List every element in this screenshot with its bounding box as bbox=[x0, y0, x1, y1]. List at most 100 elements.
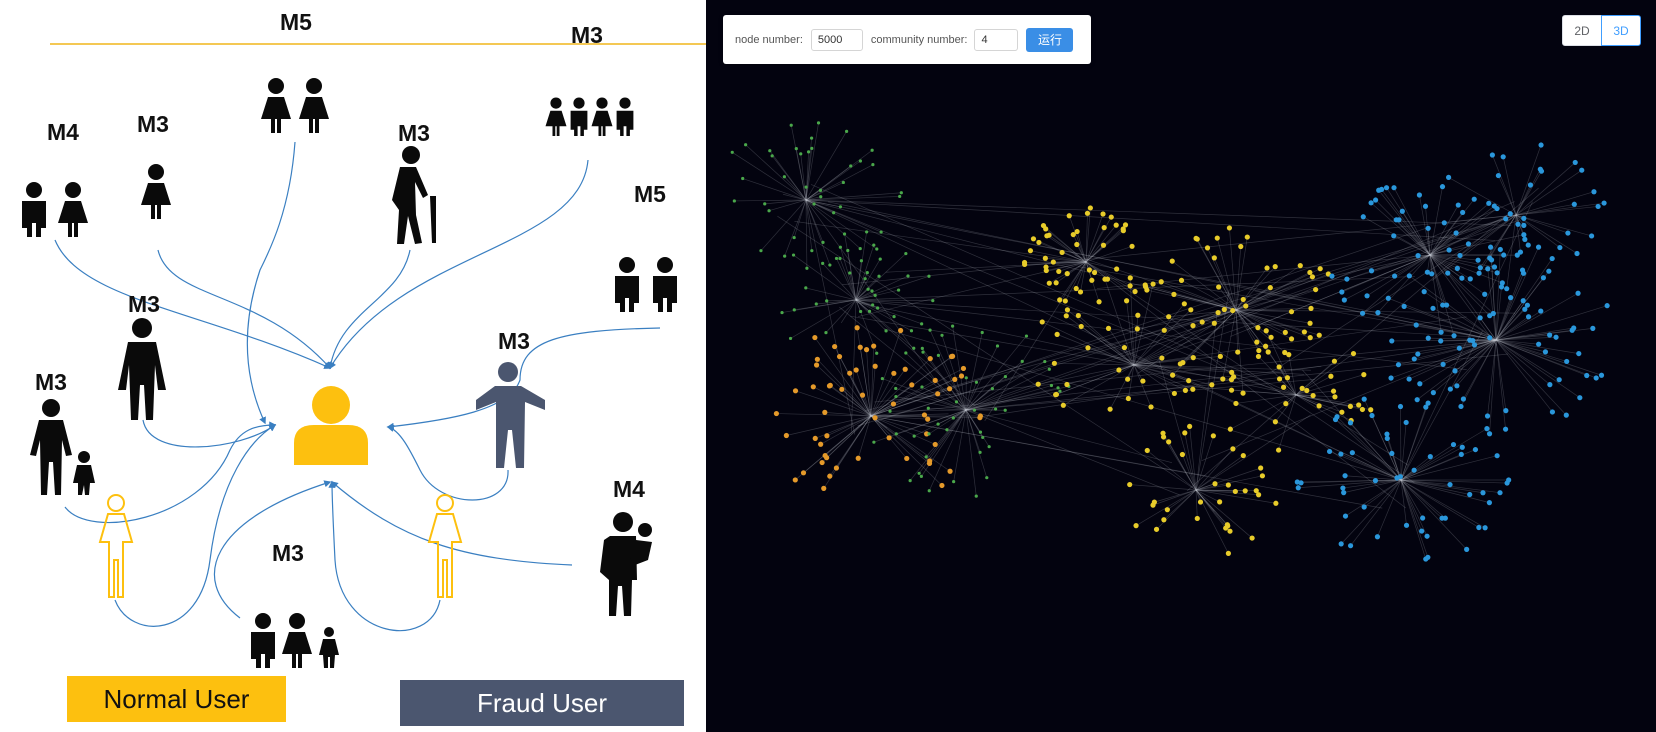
graph-node[interactable] bbox=[1540, 275, 1547, 281]
graph-node[interactable] bbox=[1446, 247, 1452, 253]
graph-node[interactable] bbox=[834, 256, 839, 261]
graph-node[interactable] bbox=[804, 286, 808, 290]
graph-node[interactable] bbox=[792, 235, 796, 240]
graph-node[interactable] bbox=[1542, 349, 1549, 355]
community-graph-view[interactable] bbox=[706, 0, 1656, 732]
graph-node[interactable] bbox=[981, 435, 985, 440]
graph-node[interactable] bbox=[1424, 269, 1430, 275]
graph-node[interactable] bbox=[773, 410, 780, 417]
graph-node[interactable] bbox=[859, 259, 863, 263]
graph-node[interactable] bbox=[1256, 347, 1262, 354]
graph-node[interactable] bbox=[1331, 358, 1338, 364]
graph-node[interactable] bbox=[806, 150, 811, 154]
community-number-input[interactable] bbox=[974, 28, 1019, 51]
graph-node[interactable] bbox=[825, 299, 829, 303]
graph-node[interactable] bbox=[972, 408, 977, 412]
graph-node[interactable] bbox=[1127, 283, 1133, 289]
graph-node[interactable] bbox=[1503, 216, 1509, 222]
graph-node[interactable] bbox=[838, 205, 843, 209]
graph-node[interactable] bbox=[1228, 387, 1235, 393]
graph-node[interactable] bbox=[894, 386, 898, 391]
graph-node[interactable] bbox=[1225, 482, 1231, 488]
view-2d-button[interactable]: 2D bbox=[1562, 15, 1602, 46]
graph-node[interactable] bbox=[1272, 264, 1278, 270]
graph-node[interactable] bbox=[1230, 446, 1236, 452]
graph-node[interactable] bbox=[1392, 273, 1398, 279]
graph-node[interactable] bbox=[1150, 281, 1156, 287]
graph-node[interactable] bbox=[1089, 277, 1095, 283]
graph-node[interactable] bbox=[1282, 329, 1288, 336]
graph-node[interactable] bbox=[1572, 159, 1578, 166]
graph-node[interactable] bbox=[838, 245, 842, 249]
graph-node[interactable] bbox=[1454, 383, 1460, 389]
node-number-input[interactable] bbox=[810, 28, 863, 51]
graph-node[interactable] bbox=[1384, 435, 1390, 441]
graph-node[interactable] bbox=[863, 347, 870, 353]
graph-node[interactable] bbox=[974, 380, 979, 384]
graph-node[interactable] bbox=[1121, 344, 1128, 351]
graph-node[interactable] bbox=[1243, 303, 1249, 309]
graph-node[interactable] bbox=[1160, 430, 1166, 436]
graph-node[interactable] bbox=[859, 392, 866, 398]
graph-node[interactable] bbox=[1444, 302, 1450, 308]
graph-node[interactable] bbox=[1487, 335, 1493, 341]
graph-node[interactable] bbox=[1316, 332, 1322, 338]
graph-node[interactable] bbox=[1127, 481, 1133, 488]
graph-node[interactable] bbox=[1458, 403, 1464, 410]
graph-node[interactable] bbox=[1487, 255, 1493, 261]
graph-node[interactable] bbox=[927, 489, 931, 493]
graph-node[interactable] bbox=[1368, 200, 1374, 206]
graph-node[interactable] bbox=[1030, 236, 1037, 242]
graph-node[interactable] bbox=[1356, 402, 1362, 408]
graph-node[interactable] bbox=[1240, 390, 1246, 396]
graph-node[interactable] bbox=[1233, 400, 1239, 407]
graph-node[interactable] bbox=[1298, 480, 1304, 486]
graph-node[interactable] bbox=[1571, 325, 1577, 331]
graph-node[interactable] bbox=[1332, 416, 1339, 423]
graph-node[interactable] bbox=[1385, 295, 1391, 301]
graph-node[interactable] bbox=[894, 395, 898, 399]
graph-node[interactable] bbox=[1043, 226, 1049, 232]
graph-node[interactable] bbox=[1284, 375, 1291, 381]
graph-node[interactable] bbox=[1347, 403, 1354, 409]
graph-node[interactable] bbox=[870, 289, 874, 293]
graph-node[interactable] bbox=[987, 445, 991, 449]
graph-node[interactable] bbox=[1450, 441, 1457, 448]
graph-node[interactable] bbox=[1105, 325, 1112, 331]
graph-node[interactable] bbox=[978, 430, 983, 434]
community-graph-canvas[interactable] bbox=[706, 0, 1656, 732]
graph-node[interactable] bbox=[1445, 174, 1452, 180]
graph-node[interactable] bbox=[945, 428, 949, 432]
graph-node[interactable] bbox=[946, 386, 953, 392]
graph-node[interactable] bbox=[832, 211, 836, 215]
graph-node[interactable] bbox=[1460, 396, 1467, 402]
graph-node[interactable] bbox=[1403, 522, 1410, 528]
graph-node[interactable] bbox=[1388, 375, 1394, 381]
graph-node[interactable] bbox=[1471, 196, 1477, 202]
graph-node[interactable] bbox=[1309, 274, 1316, 280]
graph-node[interactable] bbox=[1520, 298, 1526, 304]
graph-node[interactable] bbox=[1491, 264, 1498, 270]
graph-node[interactable] bbox=[898, 327, 904, 334]
graph-node[interactable] bbox=[1283, 401, 1289, 407]
graph-node[interactable] bbox=[1050, 259, 1056, 265]
graph-node[interactable] bbox=[1047, 367, 1051, 371]
graph-node[interactable] bbox=[1391, 233, 1397, 239]
graph-node[interactable] bbox=[1230, 307, 1236, 314]
graph-node[interactable] bbox=[1360, 214, 1366, 220]
graph-node[interactable] bbox=[1521, 222, 1527, 228]
graph-node[interactable] bbox=[1179, 451, 1186, 458]
graph-node[interactable] bbox=[1537, 166, 1543, 172]
graph-node[interactable] bbox=[844, 129, 849, 133]
graph-node[interactable] bbox=[1100, 211, 1106, 217]
graph-node[interactable] bbox=[880, 376, 884, 381]
graph-node[interactable] bbox=[1134, 326, 1140, 332]
graph-node[interactable] bbox=[888, 409, 892, 413]
graph-node[interactable] bbox=[1102, 276, 1108, 282]
graph-node[interactable] bbox=[1391, 185, 1397, 191]
graph-node[interactable] bbox=[928, 328, 932, 332]
graph-node[interactable] bbox=[1064, 381, 1070, 388]
graph-node[interactable] bbox=[926, 406, 930, 410]
graph-node[interactable] bbox=[1504, 286, 1510, 292]
graph-node[interactable] bbox=[839, 386, 845, 392]
